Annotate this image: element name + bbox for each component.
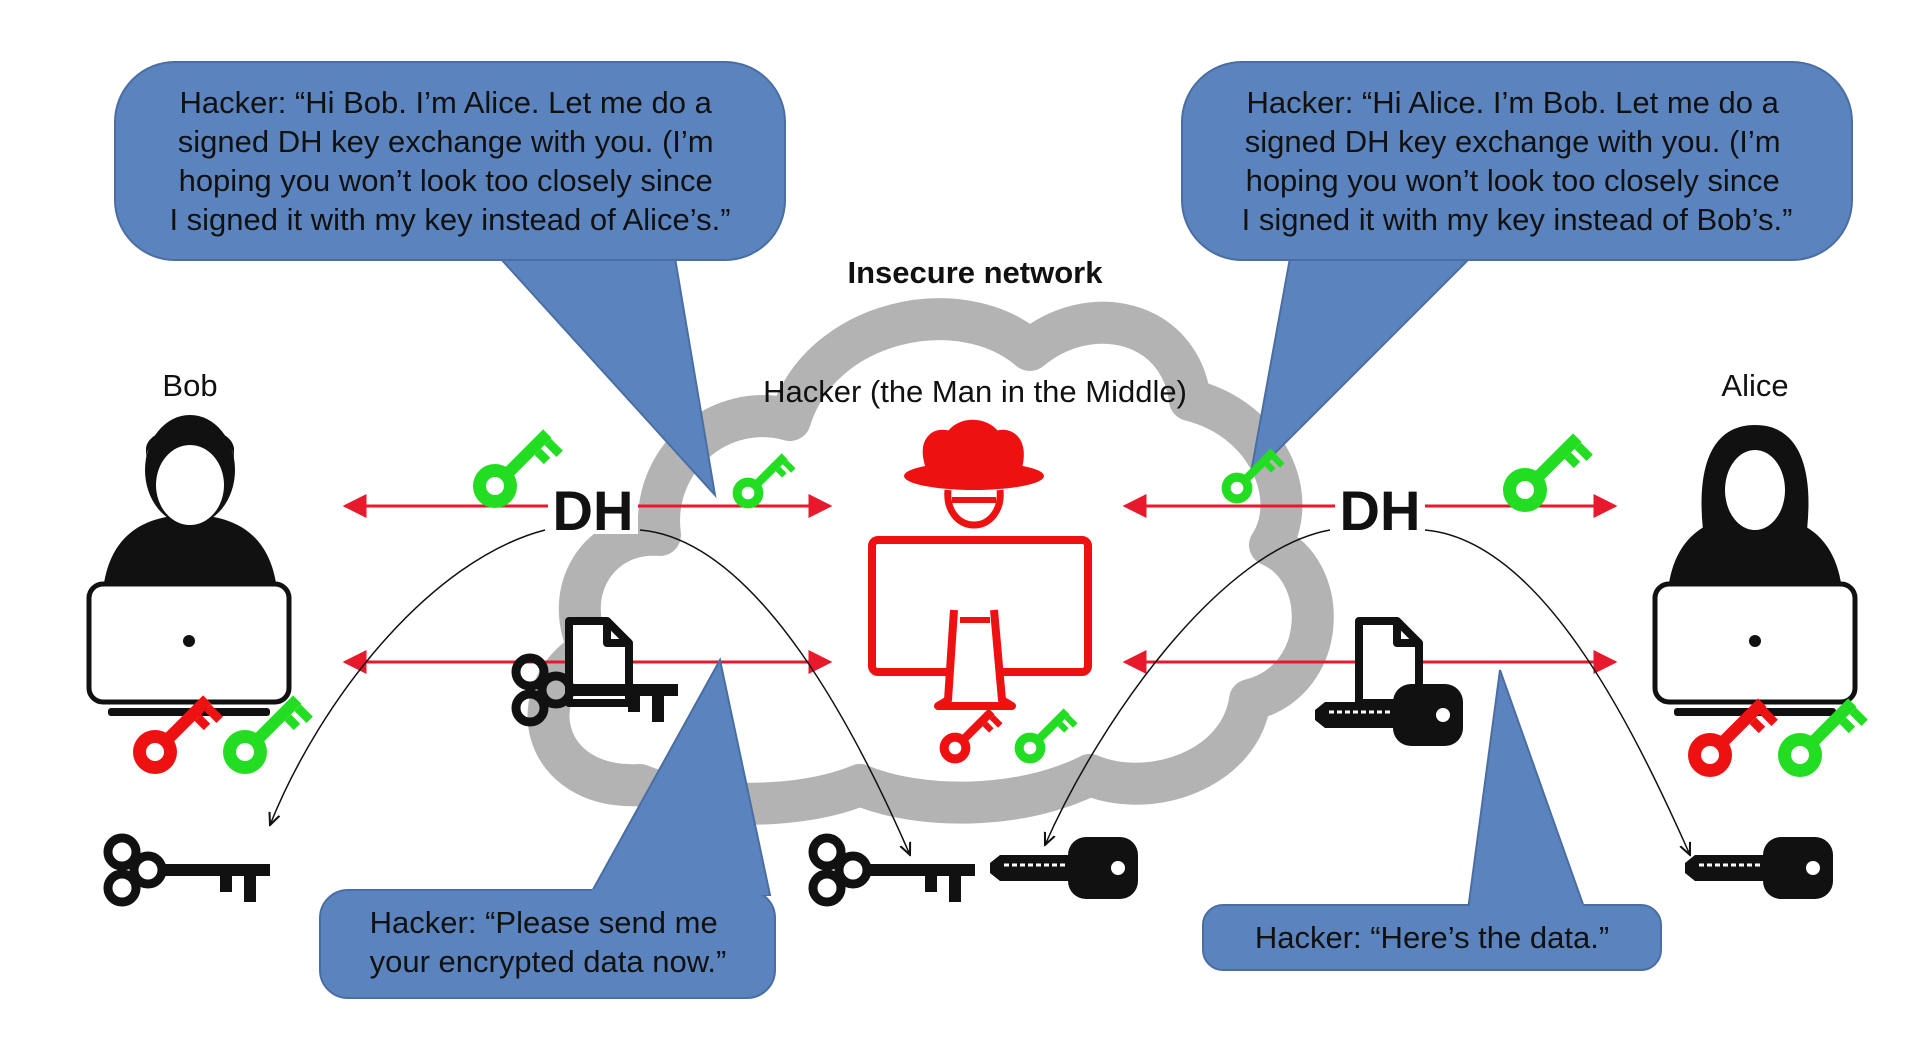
hacker-label: Hacker (the Man in the Middle): [763, 374, 1187, 409]
bubble-text: Hacker: “Hi Alice. I’m Bob. Let me do a …: [1242, 85, 1793, 237]
network-title: Insecure network: [848, 255, 1104, 290]
bubble-line: Hacker: “Here’s the data.”: [1255, 920, 1609, 955]
bubble-line: hoping you won’t look too closely since: [179, 163, 713, 198]
bubble-line: signed DH key exchange with you. (I’m: [178, 124, 714, 159]
speech-bubble-bottom-right: Hacker: “Here’s the data.”: [1202, 669, 1662, 971]
bubble-line: I signed it with my key instead of Alice…: [169, 202, 730, 237]
key-icon: [988, 835, 1140, 901]
bob-label: Bob: [162, 368, 217, 403]
bob-user-icon: [103, 415, 277, 590]
speech-bubble-bottom-left: Hacker: “Please send me your encrypted d…: [319, 657, 776, 999]
hacker-icon: [868, 419, 1092, 710]
bubble-line: Hacker: “Please send me: [370, 905, 718, 940]
key-icon: [108, 838, 270, 902]
bubble-line: I signed it with my key instead of Bob’s…: [1242, 202, 1793, 237]
speech-bubble-top-right: Hacker: “Hi Alice. I’m Bob. Let me do a …: [1181, 61, 1853, 481]
alice-user-icon: [1668, 425, 1842, 590]
key-icon: [813, 838, 975, 902]
red-key-icon: [933, 700, 1004, 771]
cloud-icon: [527, 298, 1334, 825]
bubble-line: Hacker: “Hi Alice. I’m Bob. Let me do a: [1247, 85, 1780, 120]
bubble-line: signed DH key exchange with you. (I’m: [1245, 124, 1781, 159]
alice-laptop-icon: [1652, 581, 1858, 716]
bubble-text: Hacker: “Hi Bob. I’m Alice. Let me do a …: [169, 85, 730, 237]
bubble-line: Hacker: “Hi Bob. I’m Alice. Let me do a: [180, 85, 713, 120]
dh-label-right: DH: [1340, 479, 1421, 542]
bubble-text: Hacker: “Here’s the data.”: [1255, 920, 1609, 955]
dh-derivation-arrows: [270, 529, 1690, 855]
green-key-icon: [1008, 700, 1079, 771]
key-icon: [1683, 835, 1835, 901]
speech-bubble-top-left: Hacker: “Hi Bob. I’m Alice. Let me do a …: [114, 61, 786, 499]
bubble-text: Hacker: “Please send me your encrypted d…: [370, 905, 727, 979]
alice-label: Alice: [1721, 368, 1788, 403]
bob-laptop-icon: [86, 581, 292, 716]
bubble-line: your encrypted data now.”: [370, 944, 727, 979]
bubble-line: hoping you won’t look too closely since: [1246, 163, 1780, 198]
dh-label-left: DH: [553, 479, 634, 542]
